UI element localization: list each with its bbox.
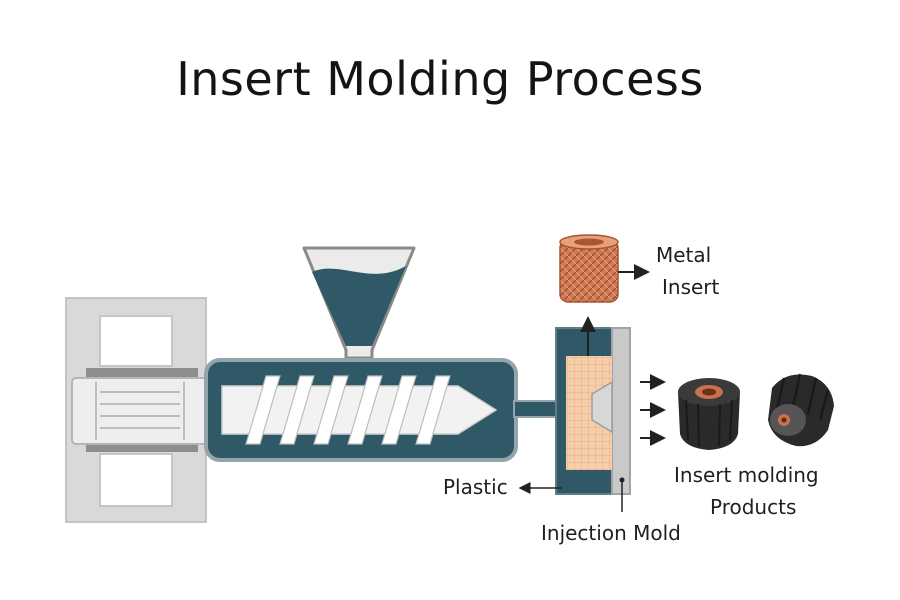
product-knob-icon bbox=[678, 378, 740, 450]
clamp-frame bbox=[65, 297, 209, 523]
label-products-line2: Products bbox=[710, 495, 796, 519]
hopper-icon bbox=[302, 246, 416, 360]
screw-icon bbox=[221, 375, 498, 445]
arrow-icon bbox=[640, 374, 666, 446]
label-plastic: Plastic bbox=[443, 475, 508, 499]
diagram-title: Insert Molding Process bbox=[176, 52, 704, 106]
label-metal: Metal bbox=[656, 243, 711, 267]
metal-insert-icon bbox=[559, 234, 650, 303]
product-knob-icon bbox=[768, 373, 834, 447]
label-insert: Insert bbox=[662, 275, 720, 299]
label-injection-mold: Injection Mold bbox=[541, 521, 681, 545]
label-products-line1: Insert molding bbox=[674, 463, 819, 487]
injection-mold bbox=[555, 316, 631, 495]
